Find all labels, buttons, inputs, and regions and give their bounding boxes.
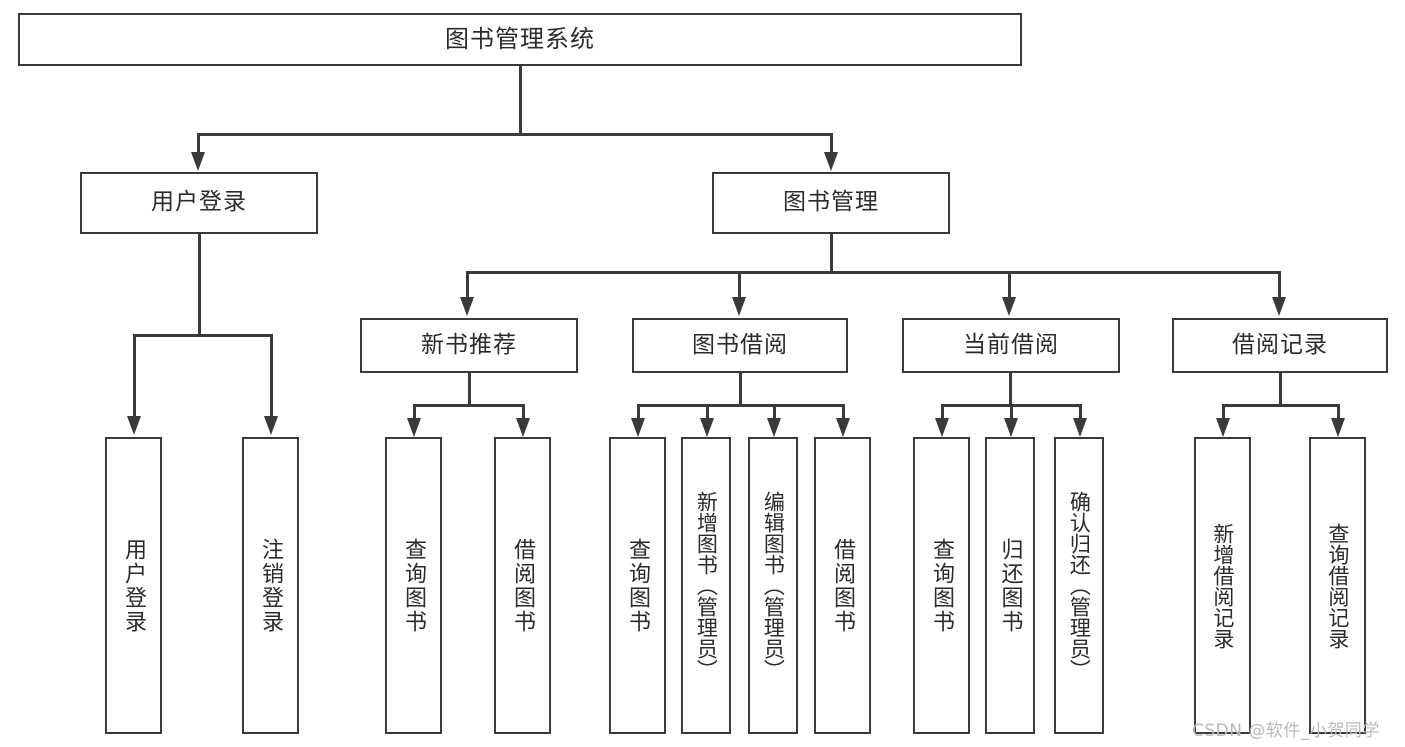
connector-drop-bb-borrow bbox=[842, 404, 845, 420]
arrow-cb-return-book bbox=[1004, 418, 1018, 437]
connector-drop-book-management bbox=[830, 133, 833, 155]
leaf-cb-query-book[interactable]: 查询图书 bbox=[913, 437, 970, 734]
leaf-user-login[interactable]: 用户登录 bbox=[105, 437, 162, 734]
node-label: 借阅记录 bbox=[1232, 331, 1328, 358]
leaf-label: 新增图书（管理员） bbox=[694, 491, 719, 680]
leaf-label: 借阅图书 bbox=[510, 537, 536, 634]
leaf-label: 用户登录 bbox=[121, 537, 147, 634]
arrow-nb-query-book bbox=[407, 418, 421, 437]
arrow-book-management bbox=[824, 152, 838, 171]
connector-drop-borrow-record bbox=[1278, 271, 1281, 299]
leaf-cb-return-book[interactable]: 归还图书 bbox=[985, 437, 1035, 734]
connector-borrow-record-bus bbox=[1222, 404, 1339, 407]
leaf-nb-borrow-book[interactable]: 借阅图书 bbox=[494, 437, 551, 734]
leaf-bb-borrow-book[interactable]: 借阅图书 bbox=[814, 437, 871, 734]
connector-user-login-stem bbox=[198, 234, 201, 335]
arrow-new-book-recommend bbox=[460, 297, 474, 316]
leaf-label: 编辑图书（管理员） bbox=[761, 491, 786, 680]
node-user-login[interactable]: 用户登录 bbox=[80, 172, 318, 234]
leaf-nb-query-book[interactable]: 查询图书 bbox=[385, 437, 442, 734]
leaf-br-query-record[interactable]: 查询借阅记录 bbox=[1309, 437, 1366, 734]
connector-drop-cb-return bbox=[1010, 404, 1013, 420]
arrow-user-login bbox=[191, 152, 205, 171]
connector-new-book-bus bbox=[413, 404, 524, 407]
leaf-bb-add-book[interactable]: 新增图书（管理员） bbox=[681, 437, 731, 734]
node-root-book-management-system[interactable]: 图书管理系统 bbox=[18, 13, 1022, 66]
csdn-watermark: CSDN @软件_小贺同学 bbox=[1192, 721, 1380, 741]
connector-drop-bb-add bbox=[706, 404, 709, 420]
connector-drop-cb-query bbox=[941, 404, 944, 420]
node-label: 图书借阅 bbox=[692, 331, 788, 358]
node-label: 当前借阅 bbox=[963, 331, 1059, 358]
connector-borrow-record-stem bbox=[1279, 373, 1282, 406]
node-borrow-record[interactable]: 借阅记录 bbox=[1172, 318, 1388, 373]
arrow-cb-query-book bbox=[935, 418, 949, 437]
node-label: 图书管理 bbox=[783, 189, 879, 216]
leaf-logout[interactable]: 注销登录 bbox=[242, 437, 299, 734]
connector-new-book-stem bbox=[468, 373, 471, 406]
arrow-bb-edit-book bbox=[767, 418, 781, 437]
arrow-br-query-record bbox=[1331, 418, 1345, 437]
connector-drop-br-query bbox=[1337, 404, 1340, 420]
leaf-bb-edit-book[interactable]: 编辑图书（管理员） bbox=[748, 437, 798, 734]
leaf-label: 查询借阅记录 bbox=[1325, 522, 1350, 649]
connector-level2-bus bbox=[466, 271, 1280, 274]
leaf-label: 查询图书 bbox=[401, 537, 427, 634]
connector-user-login-bus bbox=[133, 334, 272, 337]
connector-level1-bus bbox=[197, 133, 832, 136]
arrow-leaf-logout bbox=[264, 416, 278, 435]
arrow-br-add-record bbox=[1216, 418, 1230, 437]
node-book-borrow[interactable]: 图书借阅 bbox=[632, 318, 848, 373]
connector-drop-book-borrow bbox=[738, 271, 741, 299]
leaf-label: 借阅图书 bbox=[830, 537, 856, 634]
node-current-borrow[interactable]: 当前借阅 bbox=[902, 318, 1120, 373]
leaf-label: 查询图书 bbox=[625, 537, 651, 634]
connector-root-stem bbox=[519, 66, 522, 134]
connector-book-borrow-bus bbox=[637, 404, 842, 407]
connector-drop-cb-confirm bbox=[1079, 404, 1082, 420]
connector-drop-br-add bbox=[1222, 404, 1225, 420]
connector-drop-current-borrow bbox=[1008, 271, 1011, 299]
leaf-label: 归还图书 bbox=[997, 537, 1023, 634]
leaf-label: 确认归还（管理员） bbox=[1067, 491, 1092, 680]
leaf-label: 注销登录 bbox=[258, 537, 284, 634]
connector-drop-user-login bbox=[197, 133, 200, 155]
arrow-bb-query-book bbox=[631, 418, 645, 437]
node-book-management[interactable]: 图书管理 bbox=[712, 172, 950, 234]
connector-current-borrow-stem bbox=[1009, 373, 1012, 406]
leaf-label: 查询图书 bbox=[929, 537, 955, 634]
arrow-current-borrow bbox=[1002, 297, 1016, 316]
arrow-borrow-record bbox=[1272, 297, 1286, 316]
connector-drop-new-book bbox=[466, 271, 469, 299]
connector-drop-leaf-logout bbox=[270, 334, 273, 418]
connector-book-management-stem bbox=[830, 234, 833, 273]
arrow-book-borrow bbox=[732, 297, 746, 316]
node-label: 图书管理系统 bbox=[445, 25, 595, 54]
connector-drop-bb-query bbox=[637, 404, 640, 420]
arrow-nb-borrow-book bbox=[516, 418, 530, 437]
leaf-br-add-record[interactable]: 新增借阅记录 bbox=[1194, 437, 1251, 734]
connector-drop-leaf-user-login bbox=[133, 334, 136, 418]
connector-drop-nb-borrow bbox=[522, 404, 525, 420]
node-new-book-recommend[interactable]: 新书推荐 bbox=[360, 318, 578, 373]
leaf-bb-query-book[interactable]: 查询图书 bbox=[609, 437, 666, 734]
connector-drop-bb-edit bbox=[773, 404, 776, 420]
arrow-cb-confirm-return bbox=[1073, 418, 1087, 437]
leaf-cb-confirm-return[interactable]: 确认归还（管理员） bbox=[1054, 437, 1104, 734]
arrow-leaf-user-login bbox=[127, 416, 141, 435]
connector-drop-nb-query bbox=[413, 404, 416, 420]
arrow-bb-borrow-book bbox=[836, 418, 850, 437]
node-label: 新书推荐 bbox=[421, 331, 517, 358]
arrow-bb-add-book bbox=[700, 418, 714, 437]
leaf-label: 新增借阅记录 bbox=[1210, 522, 1235, 649]
connector-book-borrow-stem bbox=[739, 373, 742, 406]
node-label: 用户登录 bbox=[151, 189, 247, 216]
